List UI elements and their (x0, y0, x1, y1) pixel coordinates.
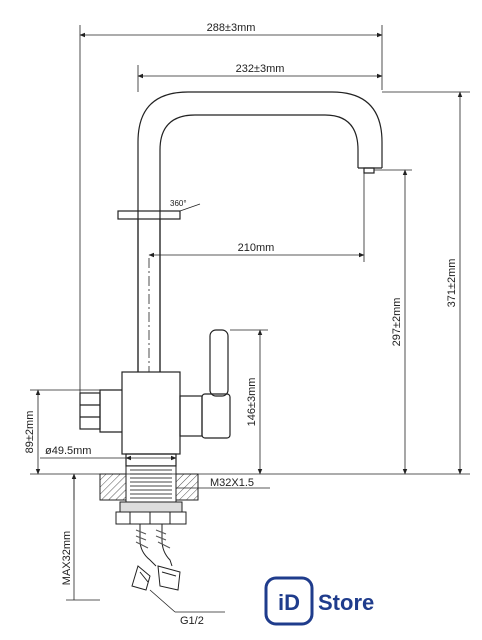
logo-frame (264, 576, 314, 626)
label-spout-height: 297±2mm (391, 298, 403, 347)
label-total-width: 288±3mm (207, 22, 256, 34)
hose-right (161, 524, 173, 567)
right-lever-handle (209, 329, 229, 397)
label-max-thickness: MAX32mm (61, 531, 73, 585)
label-total-height: 371±2mm (446, 259, 458, 308)
dim-g12-leader (149, 589, 176, 613)
right-lever-base (179, 395, 203, 437)
valve-body (121, 371, 181, 455)
faucet-outline (79, 91, 383, 467)
label-connection: G1/2 (180, 615, 204, 627)
connector-right (157, 565, 181, 591)
label-base-height: 89±2mm (24, 411, 36, 454)
spout-outer (137, 91, 383, 372)
left-handle (79, 392, 101, 430)
hose-braid (135, 529, 171, 549)
dimension-lines (30, 25, 470, 613)
right-lever-hub (201, 393, 231, 439)
spout-inner (159, 114, 359, 372)
label-spout-width: 232±3mm (236, 63, 285, 75)
base-ring (125, 453, 177, 467)
label-spout-reach: 210mm (238, 242, 275, 254)
dimension-labels: 288±3mm 232±3mm 360° 210mm 297±2mm 371±2… (24, 22, 458, 627)
nut (115, 511, 187, 525)
rotation-collar (117, 210, 181, 220)
hose-left (139, 524, 157, 567)
label-base-diameter: ø49.5mm (45, 445, 91, 457)
logo-prefix: iD (278, 590, 300, 615)
dim-360-leader (179, 203, 201, 212)
brand-logo: iD Store (264, 576, 374, 626)
left-handle-stub (99, 389, 122, 433)
washer (119, 501, 183, 513)
label-body-height: 146±3mm (246, 378, 258, 427)
connector-left (131, 565, 151, 591)
aerator (363, 167, 375, 174)
label-thread: M32X1.5 (210, 477, 254, 489)
logo-name: Store (318, 590, 374, 615)
label-rotation: 360° (170, 199, 187, 208)
mounting (99, 465, 199, 591)
thread-shank (125, 465, 177, 503)
